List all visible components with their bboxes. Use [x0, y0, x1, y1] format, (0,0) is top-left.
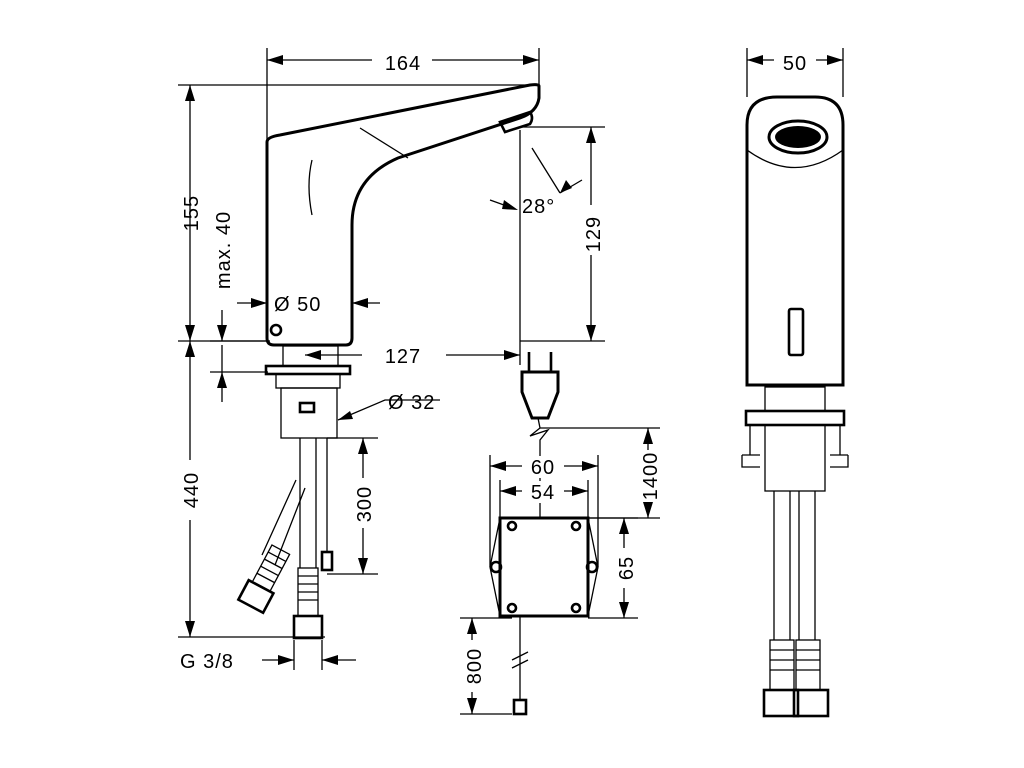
faucet-spout-body	[265, 83, 541, 347]
side-neck	[764, 386, 826, 412]
faucet-side-view: 50	[741, 48, 849, 718]
hose-straight	[299, 438, 317, 568]
dim-65-label: 65	[616, 556, 638, 580]
plug-pins	[527, 352, 553, 372]
side-hoses	[773, 491, 816, 640]
spout-edge-line	[359, 127, 409, 159]
dim-800-label: 800	[464, 648, 486, 684]
faucet-shank	[280, 387, 338, 439]
shank-clip	[298, 401, 316, 414]
hose-fitting-straight	[292, 567, 324, 640]
dim-129-label: 129	[583, 216, 605, 252]
dim-127-label: 127	[385, 346, 421, 368]
sensor-cable-lower	[511, 616, 529, 700]
dim-164-label: 164	[385, 53, 421, 75]
dim-dia32-label: Ø 32	[388, 392, 435, 414]
control-unit	[489, 352, 599, 716]
hose-fitting-angled	[236, 544, 291, 615]
faucet-nut	[275, 373, 341, 389]
power-plug	[520, 370, 560, 420]
side-hose-fittings	[762, 639, 830, 718]
aerator	[498, 110, 534, 134]
body-highlight	[308, 159, 313, 216]
dim-60-label: 60	[531, 457, 555, 479]
dim-max40-label: max. 40	[213, 211, 235, 289]
side-curve	[746, 149, 844, 169]
front-dimensions: 164 155 max. 40 Ø 50 127 Ø 32 129 28°	[178, 48, 605, 673]
side-shank	[764, 424, 826, 492]
hose-angled	[261, 479, 306, 566]
side-sensor-window	[787, 307, 805, 357]
dim-side50-label: 50	[783, 53, 807, 75]
control-box	[498, 516, 590, 618]
dim-1400-label: 1400	[640, 452, 662, 501]
side-aerator-inner	[775, 126, 821, 148]
dim-155-label: 155	[181, 195, 203, 231]
sensor-cable-plug	[320, 550, 334, 572]
dim-300-label: 300	[354, 486, 376, 522]
dim-dia50-label: Ø 50	[274, 294, 321, 316]
side-clamp	[741, 425, 849, 468]
sensor-dot	[269, 323, 283, 337]
plug-cable	[529, 417, 550, 520]
dim-g38-label: G 3/8	[180, 651, 234, 673]
faucet-base-ring	[264, 364, 352, 376]
side-body	[745, 95, 845, 387]
dim-440-label: 440	[181, 472, 203, 508]
control-dimensions: 1400 60 54 65 800	[460, 427, 662, 715]
side-base-ring	[744, 409, 846, 427]
sensor-connector	[512, 698, 528, 716]
faucet-front-view	[236, 83, 541, 640]
dim-54-label: 54	[531, 482, 555, 504]
dim-28-label: 28°	[522, 196, 555, 218]
